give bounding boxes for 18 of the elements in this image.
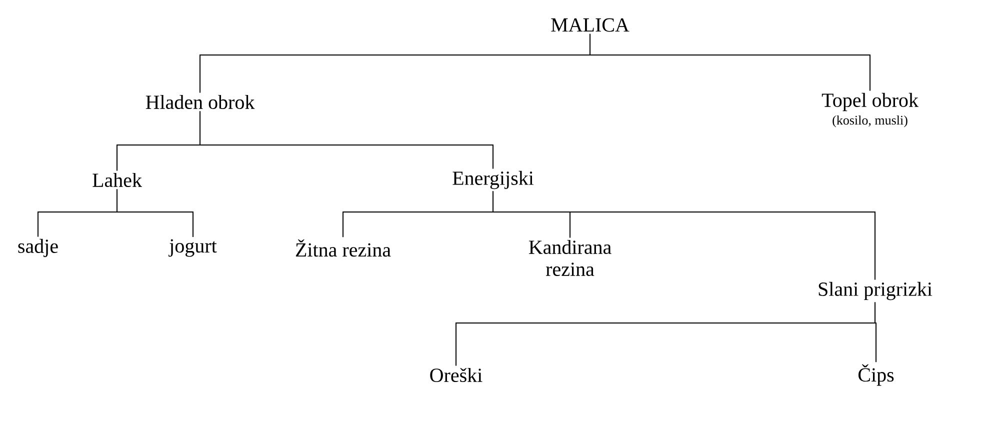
- category-label: Kandirana rezina: [528, 240, 612, 276]
- category-label: Oreški: [430, 368, 482, 382]
- connector-line: [116, 188, 194, 238]
- category-label: Žitna rezina: [296, 239, 391, 257]
- category-label: Energijski: [452, 170, 534, 190]
- category-label: MALICA: [551, 18, 630, 32]
- category-label: Hladen obrok: [146, 94, 255, 110]
- category-label: jogurt: [168, 239, 217, 257]
- category-label: Čips: [858, 364, 894, 386]
- node-caption: (kosilo, musli): [832, 115, 908, 128]
- category-label: Lahek: [92, 172, 142, 188]
- category-label: Slani prigrizki: [818, 282, 932, 300]
- category-label: sadje: [18, 238, 58, 258]
- category-label: Topel obrok: [822, 92, 918, 112]
- connector-line: [590, 33, 870, 92]
- connector-line: [492, 190, 876, 280]
- connector-line: [200, 110, 494, 170]
- connector-line: [874, 302, 876, 363]
